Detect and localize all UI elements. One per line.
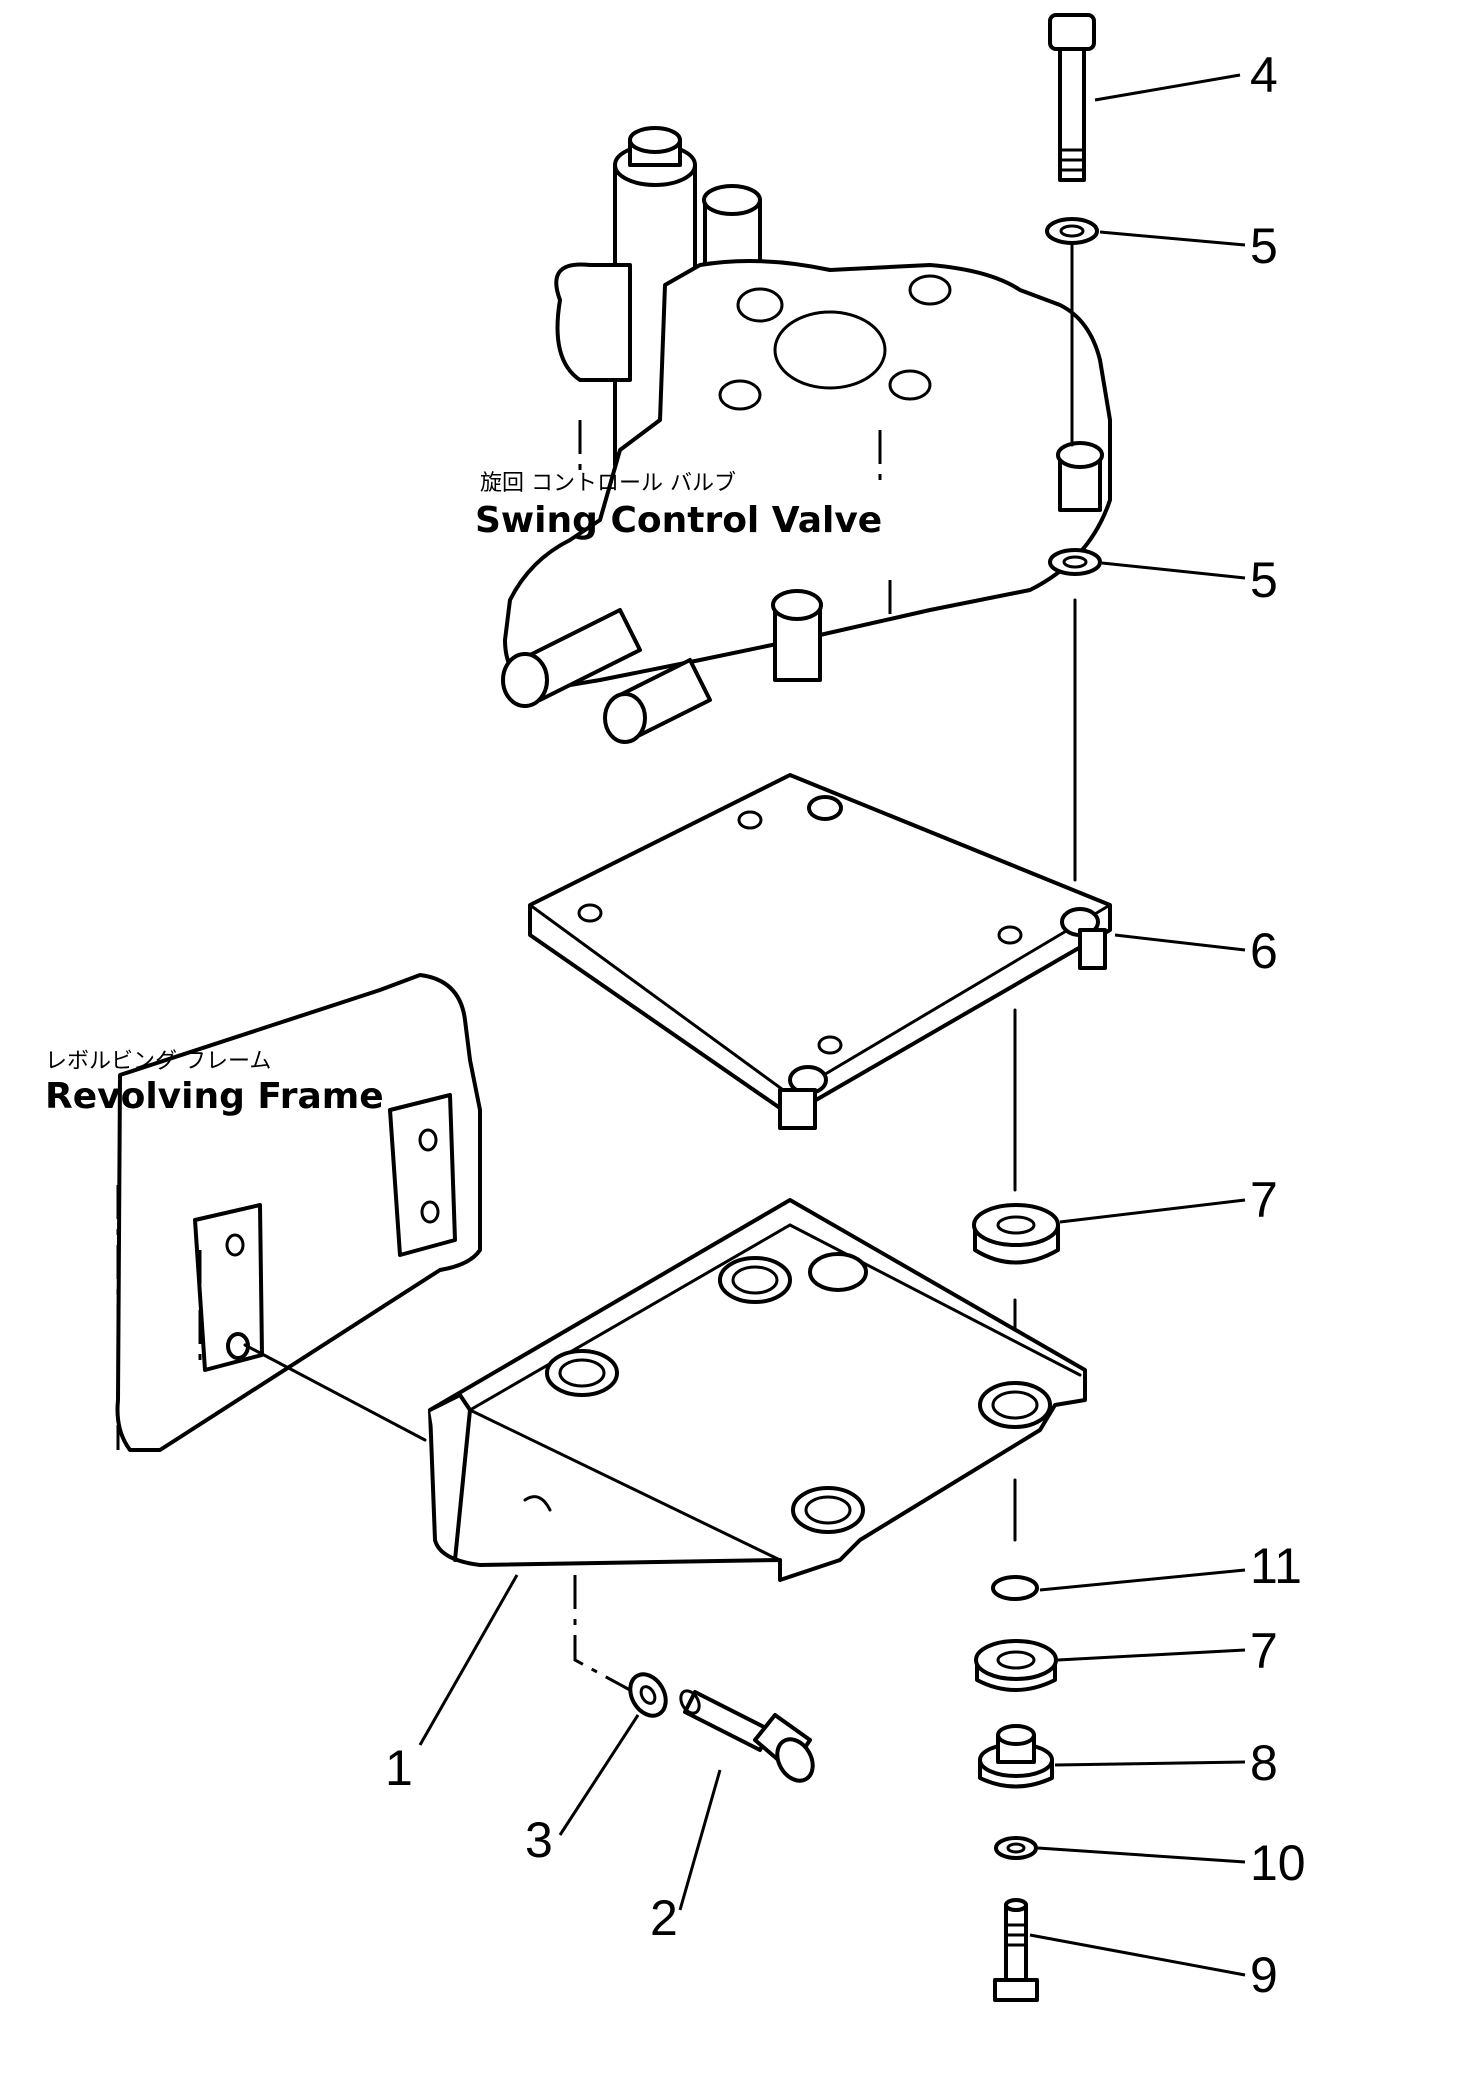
part-4-bolt xyxy=(1048,13,1096,182)
callout-5-top: 5 xyxy=(1250,218,1278,274)
part-10-washer xyxy=(994,1836,1038,1860)
callout-7-upper: 7 xyxy=(1250,1172,1278,1228)
part-9-bolt xyxy=(993,1898,1039,2002)
part-1-bracket xyxy=(428,1198,1087,1582)
swing-control-valve xyxy=(501,126,1112,744)
callout-7-lower: 7 xyxy=(1250,1623,1278,1679)
callout-10: 10 xyxy=(1250,1835,1306,1891)
part-5-washer-top xyxy=(1045,217,1099,245)
part-11-ring xyxy=(991,1575,1039,1601)
callout-2: 2 xyxy=(650,1890,678,1946)
part-3-washer xyxy=(628,1672,668,1718)
callout-9: 9 xyxy=(1250,1947,1278,2003)
swing-control-valve-label-jp: 旋回 コントロール バルブ xyxy=(480,471,736,496)
revolving-frame-label: Revolving Frame xyxy=(45,1076,384,1117)
revolving-frame xyxy=(115,973,482,1452)
callout-6: 6 xyxy=(1250,923,1278,979)
part-5-washer-bottom xyxy=(1048,548,1102,576)
callout-4: 4 xyxy=(1250,47,1278,103)
callout-11: 11 xyxy=(1250,1538,1302,1594)
callout-8: 8 xyxy=(1250,1735,1278,1791)
callout-3: 3 xyxy=(525,1812,553,1868)
swing-control-valve-label: Swing Control Valve xyxy=(475,500,882,541)
part-6-plate xyxy=(528,773,1112,1130)
part-8-collar xyxy=(978,1724,1054,1789)
part-7-mount-upper xyxy=(972,1203,1060,1265)
part-2-bolt xyxy=(679,1689,815,1783)
part-7-mount-lower xyxy=(974,1639,1058,1692)
revolving-frame-label-jp: レボルビング フレーム xyxy=(45,1049,271,1074)
callout-5-bottom: 5 xyxy=(1250,552,1278,608)
callout-1: 1 xyxy=(385,1740,413,1796)
